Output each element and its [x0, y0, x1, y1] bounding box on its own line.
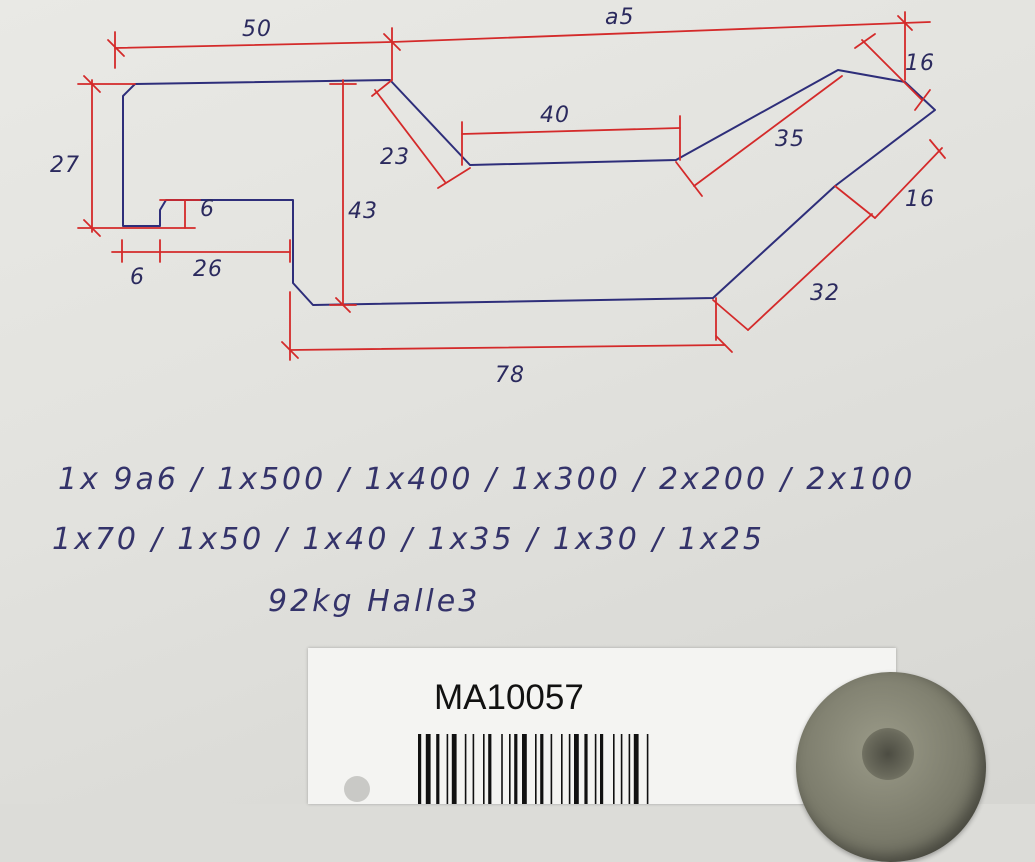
- notes-line-2: 1x70 / 1x50 / 1x40 / 1x35 / 1x30 / 1x25: [52, 522, 765, 557]
- dim-32: 32: [810, 281, 840, 306]
- dimension-lines: [77, 11, 946, 361]
- barcode-bar: [540, 734, 544, 804]
- notes-line-1: 1x 9a6 / 1x500 / 1x400 / 1x300 / 2x200 /…: [58, 462, 916, 497]
- dim-27: 27: [50, 153, 80, 178]
- dim-78: 78: [495, 363, 525, 388]
- barcode-bar: [646, 734, 649, 804]
- barcode-bar: [483, 734, 485, 804]
- barcode-bar: [633, 734, 639, 804]
- barcode-bar: [451, 734, 457, 804]
- barcode: [418, 734, 649, 804]
- barcode-bar: [574, 734, 579, 804]
- barcode-bar: [561, 734, 563, 804]
- barcode-bar: [501, 734, 503, 804]
- barcode-bar: [550, 734, 553, 804]
- barcode-bar: [522, 734, 527, 804]
- barcode-bar: [446, 734, 449, 804]
- dim-6-bottom: 6: [130, 265, 145, 290]
- dim-43: 43: [348, 199, 378, 224]
- label-code: MA10057: [434, 678, 584, 717]
- profile-outline: [122, 69, 936, 306]
- dim-6-small: 6: [200, 197, 215, 222]
- dim-95: a5: [605, 5, 634, 30]
- barcode-bar: [488, 734, 492, 804]
- barcode-bar: [472, 734, 475, 804]
- notes-line-3: 92kg Halle3: [268, 584, 481, 619]
- barcode-bar: [464, 734, 467, 804]
- profile-drawing: 50 a5 16 27 23 40 35 43 6 16 6 26 32 78: [50, 5, 946, 388]
- dim-50: 50: [242, 17, 272, 42]
- barcode-bar: [436, 734, 440, 804]
- barcode-bar: [418, 734, 422, 804]
- dim-23: 23: [380, 145, 410, 170]
- barcode-bar: [600, 734, 604, 804]
- dim-35: 35: [775, 127, 805, 152]
- dim-40: 40: [540, 103, 570, 128]
- barcode-bar: [509, 734, 511, 804]
- barcode-bar: [584, 734, 588, 804]
- barcode-bar: [620, 734, 623, 804]
- barcode-bar: [594, 734, 597, 804]
- barcode-bar: [613, 734, 615, 804]
- dim-16-right: 16: [905, 187, 935, 212]
- dim-16-top: 16: [905, 51, 935, 76]
- barcode-bar: [568, 734, 571, 804]
- barcode-bar: [535, 734, 537, 804]
- barcode-bar: [628, 734, 631, 804]
- dim-26: 26: [193, 257, 223, 282]
- barcode-bar: [514, 734, 518, 804]
- label-hole: [344, 776, 370, 802]
- barcode-bar: [425, 734, 431, 804]
- magnet-disc: [796, 672, 986, 862]
- magnet-disc-center: [862, 728, 914, 780]
